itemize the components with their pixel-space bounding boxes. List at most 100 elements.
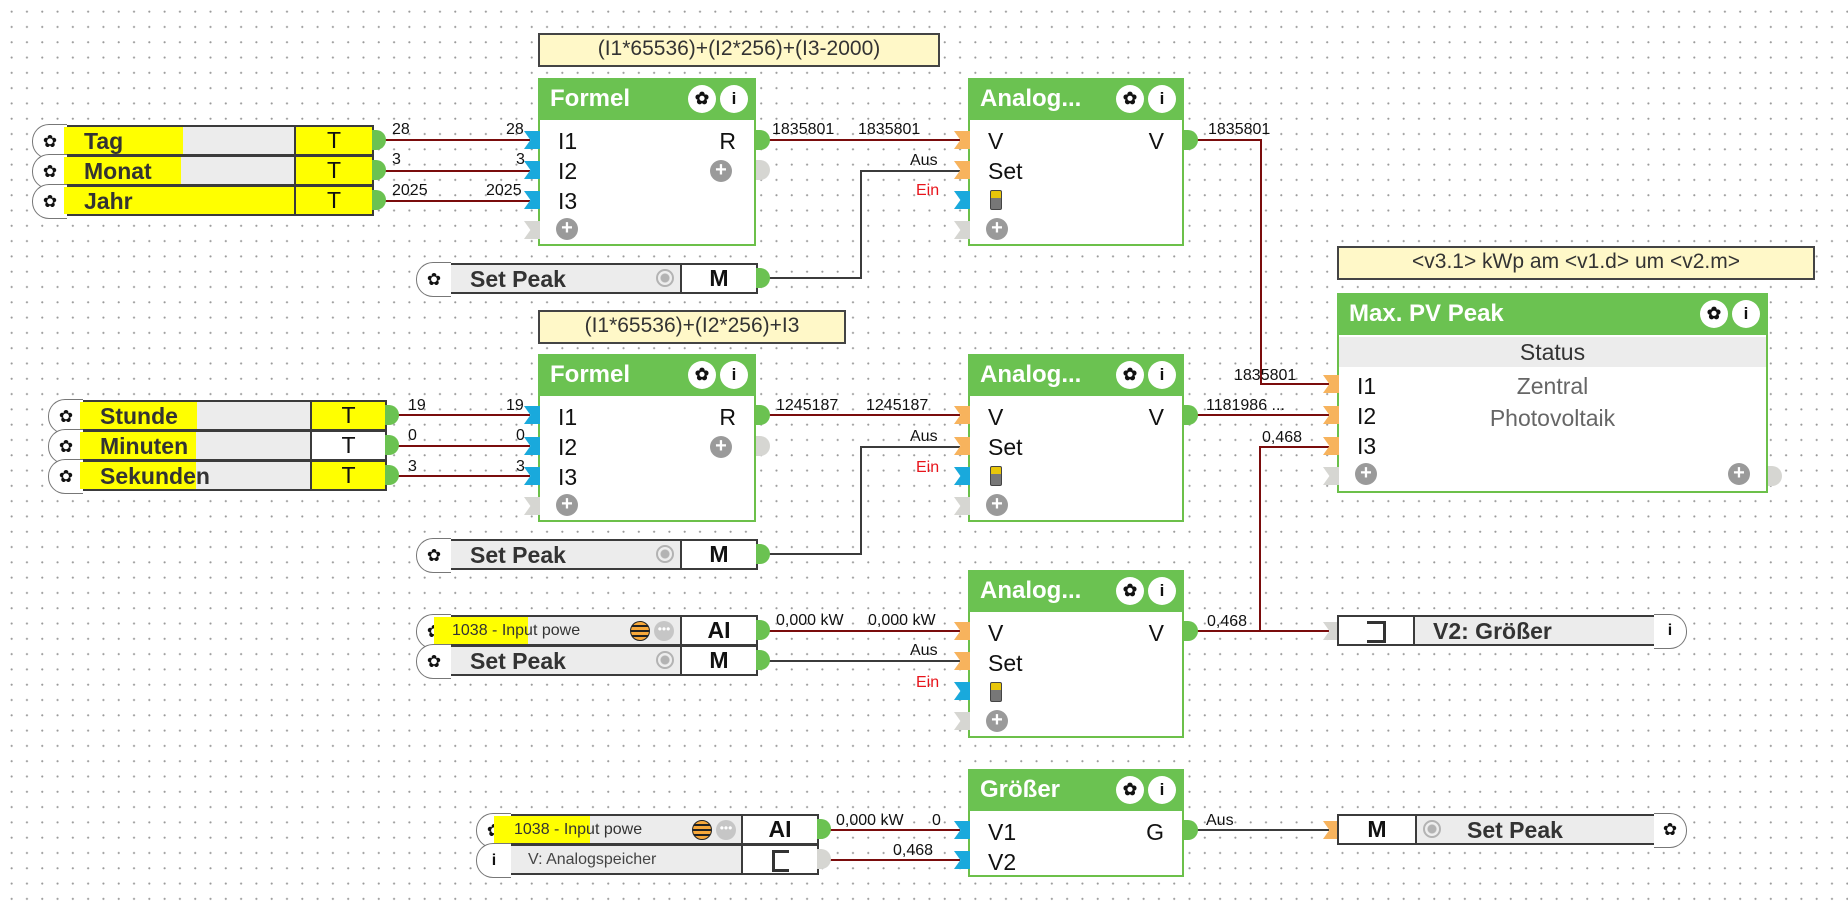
block-header[interactable]: Analog... ✿i bbox=[968, 354, 1184, 396]
input-pin[interactable] bbox=[524, 497, 540, 515]
input-pin[interactable] bbox=[524, 131, 540, 149]
info-icon[interactable]: i bbox=[476, 843, 511, 878]
gear-icon[interactable]: ✿ bbox=[1654, 813, 1687, 848]
gear-icon[interactable]: ✿ bbox=[416, 262, 451, 297]
output-pin[interactable] bbox=[1184, 820, 1198, 840]
input-pin[interactable] bbox=[954, 221, 970, 239]
ai-input-1[interactable]: ✿ 1038 - Input powe ••• AI bbox=[416, 614, 758, 649]
gear-icon[interactable]: ✿ bbox=[1116, 361, 1144, 389]
set-peak-input-1[interactable]: ✿ Set Peak M bbox=[416, 262, 758, 297]
output-pin[interactable] bbox=[756, 544, 770, 564]
info-icon[interactable]: i bbox=[1654, 614, 1687, 649]
input-row-tag[interactable]: ✿ Tag T bbox=[32, 124, 374, 159]
info-icon[interactable]: i bbox=[1732, 300, 1760, 328]
notify-comment[interactable]: <v3.1> kWp am <v1.d> um <v2.m> bbox=[1337, 246, 1815, 280]
block-header[interactable]: Größer ✿i bbox=[968, 769, 1184, 811]
output-pin[interactable] bbox=[756, 405, 770, 425]
input-pin[interactable] bbox=[954, 131, 970, 149]
groesser-ref[interactable]: V2: Größer i bbox=[1337, 614, 1687, 649]
output-pin[interactable] bbox=[372, 130, 386, 150]
info-icon[interactable]: i bbox=[1148, 85, 1176, 113]
gear-icon[interactable]: ✿ bbox=[48, 399, 83, 434]
block-header[interactable]: Analog... ✿i bbox=[968, 570, 1184, 612]
max-pv-peak-block[interactable]: Max. PV Peak ✿i Status I1 I2 I3 Zentral … bbox=[1337, 293, 1768, 493]
gear-icon[interactable]: ✿ bbox=[1116, 577, 1144, 605]
formula-comment-1[interactable]: (I1*65536)+(I2*256)+(I3-2000) bbox=[538, 33, 940, 67]
analog-block-3[interactable]: Analog... ✿i V Set V + bbox=[968, 570, 1184, 738]
info-icon[interactable]: i bbox=[720, 361, 748, 389]
output-pin[interactable] bbox=[756, 650, 770, 670]
output-pin[interactable] bbox=[756, 130, 770, 150]
input-row-sekunden[interactable]: ✿ Sekunden T bbox=[48, 459, 387, 494]
input-pin[interactable] bbox=[1323, 406, 1339, 424]
gear-icon[interactable]: ✿ bbox=[48, 459, 83, 494]
gear-icon[interactable]: ✿ bbox=[32, 154, 67, 189]
block-header[interactable]: Formel ✿i bbox=[538, 354, 756, 396]
formula-comment-2[interactable]: (I1*65536)+(I2*256)+I3 bbox=[538, 310, 846, 344]
gear-icon[interactable]: ✿ bbox=[688, 361, 716, 389]
ai-input-2[interactable]: ✿ 1038 - Input powe ••• AI bbox=[476, 813, 819, 848]
set-peak-input-2[interactable]: ✿ Set Peak M bbox=[416, 538, 758, 573]
add-output-icon[interactable]: + bbox=[710, 436, 732, 458]
block-header[interactable]: Formel ✿i bbox=[538, 78, 756, 120]
more-icon[interactable]: ••• bbox=[716, 820, 736, 840]
add-input-icon[interactable]: + bbox=[1355, 463, 1377, 485]
analog-block-1[interactable]: Analog... ✿i V Set V + bbox=[968, 78, 1184, 246]
set-peak-input-3[interactable]: ✿ Set Peak M bbox=[416, 644, 758, 679]
output-pin[interactable] bbox=[1184, 130, 1198, 150]
input-pin[interactable] bbox=[524, 437, 540, 455]
analogspeicher-ref[interactable]: i V: Analogspeicher bbox=[476, 843, 819, 878]
analog-block-2[interactable]: Analog... ✿i V Set V + bbox=[968, 354, 1184, 522]
gear-icon[interactable]: ✿ bbox=[32, 184, 67, 219]
input-pin[interactable] bbox=[954, 851, 970, 869]
gear-icon[interactable]: ✿ bbox=[416, 644, 451, 679]
input-pin[interactable] bbox=[1323, 821, 1339, 839]
block-header[interactable]: Max. PV Peak ✿i bbox=[1337, 293, 1768, 335]
output-pin[interactable] bbox=[385, 405, 399, 425]
output-pin[interactable] bbox=[1768, 466, 1782, 486]
output-pin[interactable] bbox=[756, 620, 770, 640]
output-pin[interactable] bbox=[817, 819, 831, 839]
input-pin[interactable] bbox=[524, 406, 540, 424]
add-input-icon[interactable]: + bbox=[986, 494, 1008, 516]
input-row-minuten[interactable]: ✿ Minuten T bbox=[48, 429, 387, 464]
output-pin[interactable] bbox=[756, 160, 770, 180]
formel-block-2[interactable]: Formel ✿i I1 I2 I3 R + + bbox=[538, 354, 756, 522]
reset-pin[interactable] bbox=[954, 467, 970, 485]
set-peak-output[interactable]: M Set Peak ✿ bbox=[1337, 813, 1687, 848]
add-input-icon[interactable]: + bbox=[556, 494, 578, 516]
input-pin[interactable] bbox=[524, 221, 540, 239]
input-pin[interactable] bbox=[1323, 437, 1339, 455]
output-pin[interactable] bbox=[372, 190, 386, 210]
input-pin[interactable] bbox=[954, 406, 970, 424]
add-output-icon[interactable]: + bbox=[1728, 463, 1750, 485]
info-icon[interactable]: i bbox=[1148, 776, 1176, 804]
input-pin[interactable] bbox=[954, 712, 970, 730]
input-pin[interactable] bbox=[1323, 622, 1339, 640]
gear-icon[interactable]: ✿ bbox=[1700, 300, 1728, 328]
input-pin[interactable] bbox=[524, 467, 540, 485]
add-input-icon[interactable]: + bbox=[986, 218, 1008, 240]
formel-block-1[interactable]: Formel ✿i I1 I2 I3 R + + bbox=[538, 78, 756, 246]
reset-pin[interactable] bbox=[954, 682, 970, 700]
gear-icon[interactable]: ✿ bbox=[688, 85, 716, 113]
input-pin[interactable] bbox=[954, 622, 970, 640]
info-icon[interactable]: i bbox=[1148, 577, 1176, 605]
input-row-jahr[interactable]: ✿ Jahr T bbox=[32, 184, 374, 219]
add-input-icon[interactable]: + bbox=[986, 710, 1008, 732]
output-pin[interactable] bbox=[372, 160, 386, 180]
input-pin[interactable] bbox=[954, 652, 970, 670]
gear-icon[interactable]: ✿ bbox=[48, 429, 83, 464]
input-pin[interactable] bbox=[524, 161, 540, 179]
more-icon[interactable]: ••• bbox=[654, 621, 674, 641]
input-pin[interactable] bbox=[954, 821, 970, 839]
input-pin[interactable] bbox=[1323, 375, 1339, 393]
info-icon[interactable]: i bbox=[720, 85, 748, 113]
output-pin[interactable] bbox=[385, 465, 399, 485]
input-pin[interactable] bbox=[524, 191, 540, 209]
output-pin[interactable] bbox=[817, 849, 831, 869]
output-pin[interactable] bbox=[756, 268, 770, 288]
block-header[interactable]: Analog... ✿i bbox=[968, 78, 1184, 120]
output-pin[interactable] bbox=[1184, 405, 1198, 425]
input-pin[interactable] bbox=[954, 437, 970, 455]
